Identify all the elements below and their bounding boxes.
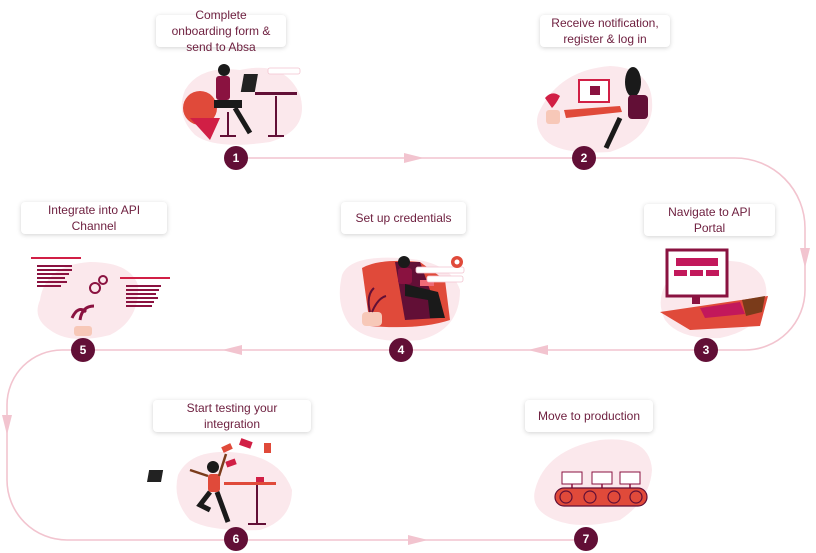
step-number-6: 6	[224, 527, 248, 551]
step-label-7: Move to production	[525, 400, 653, 432]
illustration-step-7	[534, 439, 652, 525]
arrow-right-icon	[408, 535, 428, 545]
illustration-step-2	[536, 66, 653, 153]
illustration-step-3	[660, 248, 768, 339]
step-label-6: Start testing your integration	[153, 400, 311, 432]
arrow-left-icon	[528, 345, 548, 355]
path-segment-2-3	[705, 228, 806, 351]
illustration-step-1	[181, 64, 302, 145]
illustration-step-6	[147, 438, 292, 531]
arrow-right-icon	[404, 153, 424, 163]
arrow-left-icon	[222, 345, 242, 355]
step-number-1: 1	[224, 146, 248, 170]
arrow-down-icon	[2, 415, 12, 435]
step-number-3: 3	[694, 338, 718, 362]
step-number-5: 5	[71, 338, 95, 362]
step-label-4: Set up credentials	[341, 202, 466, 234]
arrow-down-icon	[800, 248, 810, 268]
step-label-5: Integrate into API Channel	[21, 202, 167, 234]
path-segment-5-6	[6, 349, 586, 541]
step-label-2: Receive notification, register & log in	[540, 15, 670, 47]
step-label-1: Complete onboarding form & send to Absa	[156, 8, 286, 54]
step-label-3: Navigate to API Portal	[644, 204, 775, 236]
illustration-step-4	[339, 256, 465, 341]
step-number-7: 7	[574, 527, 598, 551]
path-segment-1-2	[236, 157, 806, 229]
illustration-step-5	[31, 257, 170, 339]
step-number-2: 2	[572, 146, 596, 170]
step-number-4: 4	[389, 338, 413, 362]
